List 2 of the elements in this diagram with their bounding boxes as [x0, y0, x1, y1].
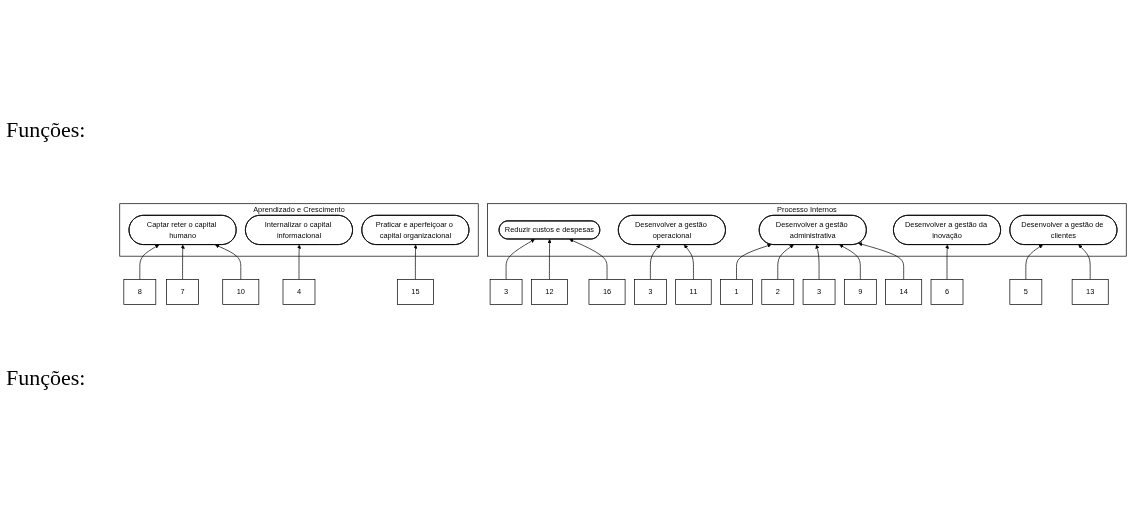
section-label: Funções: — [6, 117, 87, 143]
section-label: Funções: — [6, 365, 87, 391]
